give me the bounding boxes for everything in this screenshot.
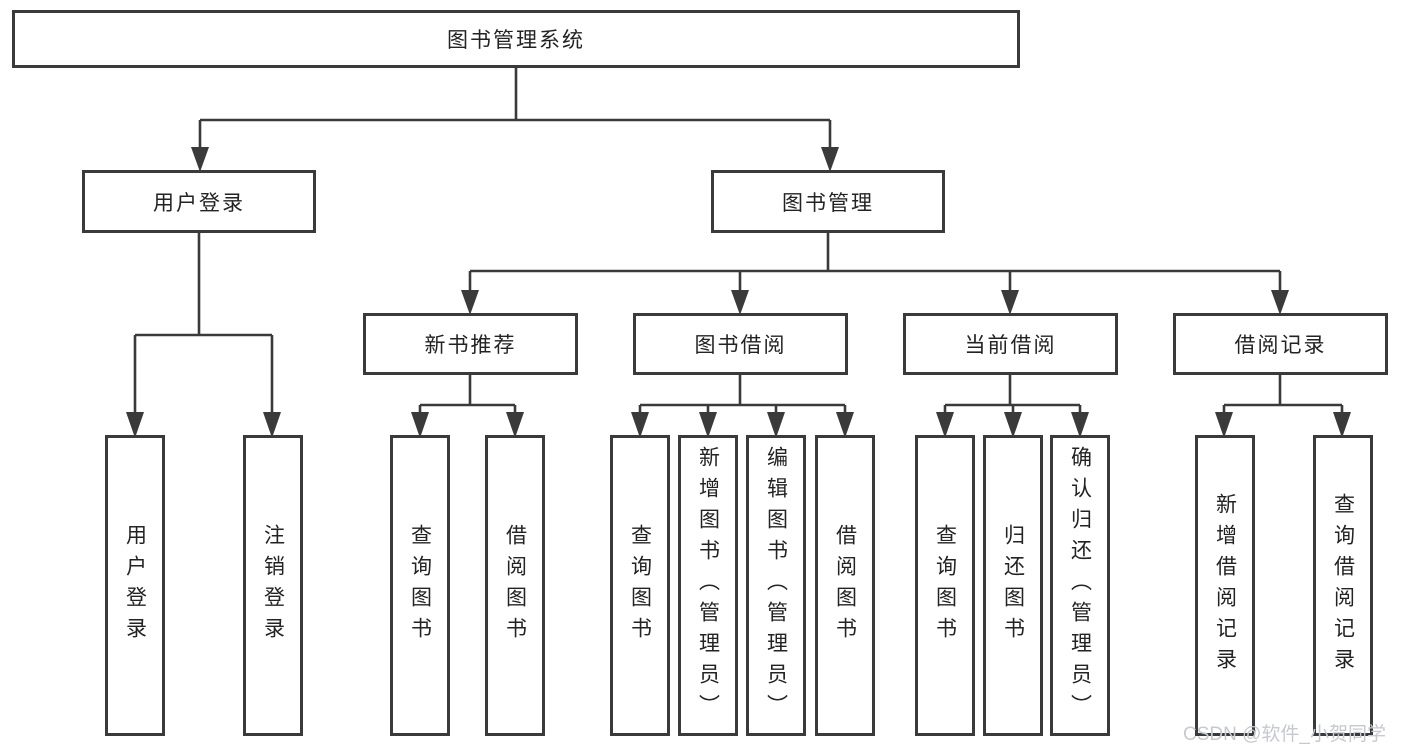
leaf-borrow-books-label: 借阅图书 [833,523,857,648]
leaf-confirm-return-admin-label: 确认归还（管理员） [1068,446,1092,725]
leaf-borrow-books: 借阅图书 [815,435,875,736]
leaf-return-book: 归还图书 [983,435,1043,736]
node-root-label: 图书管理系统 [447,29,585,52]
leaf-add-book-admin: 新增图书（管理员） [678,435,738,736]
leaf-confirm-return-admin: 确认归还（管理员） [1050,435,1110,736]
leaf-query-borrow-record: 查询借阅记录 [1313,435,1373,736]
node-borrow-records: 借阅记录 [1173,313,1388,375]
leaf-add-borrow-record-label: 新增借阅记录 [1213,492,1237,679]
node-book-management: 图书管理 [711,170,945,233]
leaf-logout-label: 注销登录 [261,523,285,648]
leaf-return-book-label: 归还图书 [1001,523,1025,648]
leaf-borrow-books-recommend: 借阅图书 [485,435,545,736]
leaf-user-login: 用户登录 [105,435,165,736]
node-borrow-records-label: 借阅记录 [1234,334,1327,357]
node-book-borrow-label: 图书借阅 [694,334,787,357]
leaf-query-books-borrow: 查询图书 [610,435,670,736]
leaf-edit-book-admin: 编辑图书（管理员） [746,435,806,736]
leaf-query-books-recommend-label: 查询图书 [408,523,432,648]
leaf-query-books-recommend: 查询图书 [390,435,450,736]
leaf-query-borrow-record-label: 查询借阅记录 [1331,492,1355,679]
leaf-query-books-borrow-label: 查询图书 [628,523,652,648]
leaf-add-book-admin-label: 新增图书（管理员） [696,446,720,725]
node-new-book-recommend: 新书推荐 [363,313,578,375]
node-current-borrow: 当前借阅 [903,313,1118,375]
leaf-logout: 注销登录 [243,435,303,736]
node-new-book-recommend-label: 新书推荐 [424,334,517,357]
leaf-query-books-current-label: 查询图书 [933,523,957,648]
node-book-management-label: 图书管理 [782,191,874,215]
leaf-user-login-label: 用户登录 [123,523,147,648]
leaf-query-books-current: 查询图书 [915,435,975,736]
node-current-borrow-label: 当前借阅 [964,334,1057,357]
node-book-borrow: 图书借阅 [633,313,848,375]
leaf-borrow-books-recommend-label: 借阅图书 [503,523,527,648]
leaf-add-borrow-record: 新增借阅记录 [1195,435,1255,736]
node-user-login: 用户登录 [82,170,316,233]
node-user-login-label: 用户登录 [153,191,245,215]
csdn-watermark: CSDN @软件_小贺同学 [1183,724,1386,745]
leaf-edit-book-admin-label: 编辑图书（管理员） [764,446,788,725]
node-root: 图书管理系统 [12,10,1020,68]
